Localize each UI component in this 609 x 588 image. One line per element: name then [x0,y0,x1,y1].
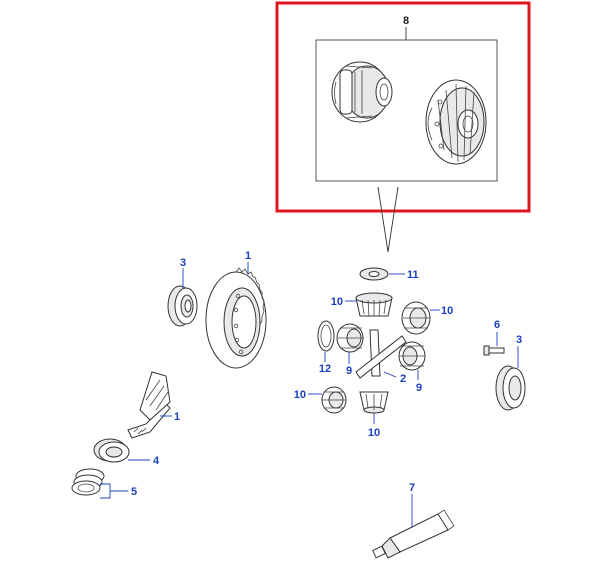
callout-7[interactable]: 7 [409,482,415,494]
bearing-right[interactable] [495,365,526,411]
callout-11[interactable]: 11 [407,269,419,281]
pinion-shaft[interactable] [127,371,171,439]
callout-9-left[interactable]: 9 [346,365,352,377]
thrust-washer[interactable] [359,267,389,281]
side-gear-right[interactable] [401,301,431,335]
cross-shaft[interactable] [355,329,407,379]
callout-6[interactable]: 6 [494,319,500,331]
callout-1-crown-wheel[interactable]: 1 [245,250,251,262]
side-gear-top[interactable] [355,292,393,317]
callout-2[interactable]: 2 [400,373,406,385]
shims[interactable] [71,468,105,496]
highlight-frame[interactable] [275,1,531,213]
sealant-tube[interactable] [372,509,455,559]
callout-3-left-bearing[interactable]: 3 [180,257,186,269]
callout-3-right-bearing[interactable]: 3 [516,334,522,346]
bearing-left[interactable] [167,285,198,327]
side-gear-bottom-left[interactable] [321,386,347,414]
callout-10-right[interactable]: 10 [441,305,453,317]
callout-10-top-left[interactable]: 10 [331,296,343,308]
side-gear-bottom[interactable] [359,391,389,414]
differential-case-left-half[interactable] [331,61,393,123]
callout-4[interactable]: 4 [153,455,160,467]
planet-gear-right[interactable] [398,341,426,371]
bolt[interactable] [483,345,505,356]
callout-10-bottom[interactable]: 10 [368,427,380,439]
callout-10-bottom-left[interactable]: 10 [294,389,306,401]
pinion-bearing[interactable] [93,438,130,463]
crown-wheel[interactable] [205,267,267,369]
callout-1-pinion[interactable]: 1 [174,411,180,423]
callout-12[interactable]: 12 [319,363,331,375]
callout-8[interactable]: 8 [403,15,409,27]
callout-9-right[interactable]: 9 [416,382,422,394]
differential-case-right-half[interactable] [425,79,487,165]
o-ring[interactable] [317,320,335,352]
planet-gear-left[interactable] [336,323,364,353]
callout-5[interactable]: 5 [131,486,137,498]
